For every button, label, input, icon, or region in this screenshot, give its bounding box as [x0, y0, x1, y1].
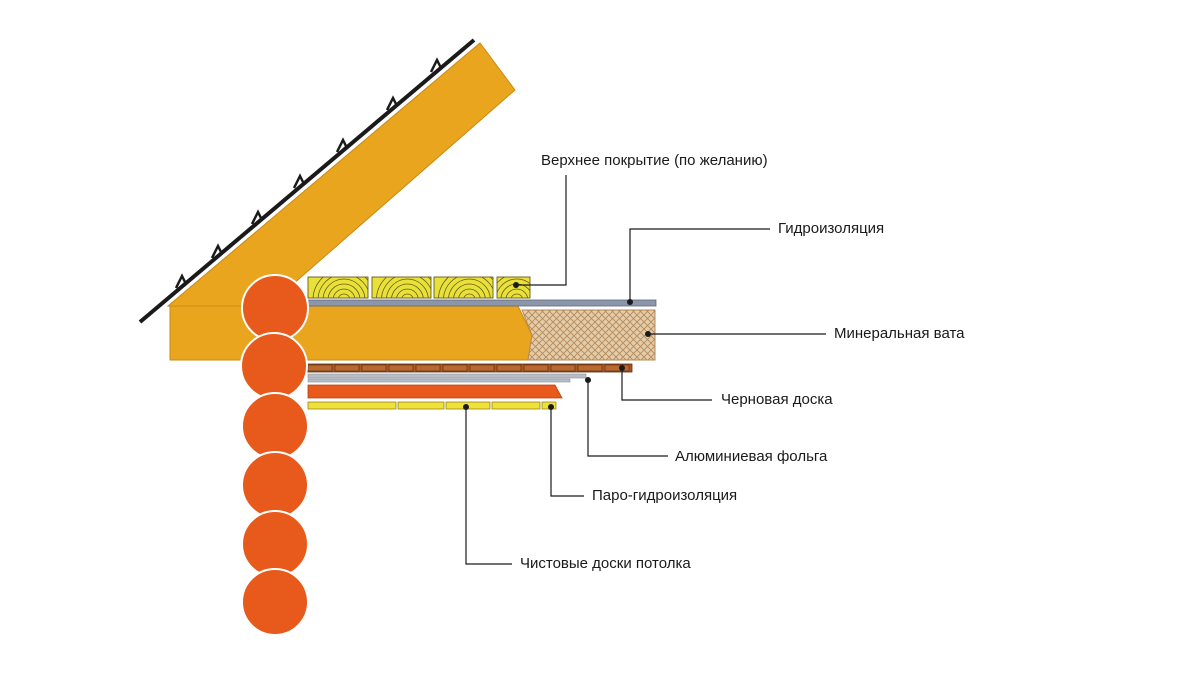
ceiling-beam [169, 305, 533, 361]
roof-covering [138, 38, 476, 324]
rough-board-piece [577, 364, 603, 372]
leader-aluminum-foil [587, 380, 668, 457]
fastener-mark [250, 209, 264, 225]
log [241, 451, 309, 519]
label-mineral-wool: Минеральная вата [834, 325, 965, 342]
rough-board-layer [305, 363, 633, 373]
top-board [371, 276, 432, 299]
rough-board-piece [415, 364, 441, 372]
leader-lines [465, 175, 826, 565]
leader-rough-board [621, 368, 712, 401]
leader-waterproofing [629, 228, 770, 302]
fastener-mark [174, 273, 188, 289]
label-top-covering: Верхнее покрытие (по желанию) [541, 152, 768, 169]
rough-board-piece [523, 364, 549, 372]
leader-dots [463, 282, 651, 410]
log [241, 392, 309, 460]
log [241, 568, 309, 636]
label-waterproofing: Гидроизоляция [778, 220, 885, 237]
fastener-mark [385, 95, 399, 111]
top-board [307, 276, 369, 299]
ceiling-board-layer [307, 401, 557, 410]
rough-board-piece [496, 364, 522, 372]
aluminum-foil-strip [307, 373, 587, 379]
mineral-wool-layer [521, 309, 656, 361]
fastener-mark [429, 57, 443, 73]
rough-board-piece [307, 364, 333, 372]
rough-board-piece [442, 364, 468, 372]
leader-top-covering [516, 175, 567, 286]
rough-board-piece [550, 364, 576, 372]
label-rough-board: Черновая доска [721, 391, 833, 408]
fastener-mark [210, 243, 224, 259]
rough-board-piece [361, 364, 387, 372]
top-board [433, 276, 494, 299]
fastener-mark [292, 173, 306, 189]
log-wall [240, 274, 309, 636]
label-vapor-barrier: Паро-гидроизоляция [592, 487, 738, 504]
waterproofing-strip [305, 299, 657, 307]
ceiling-board [491, 401, 541, 410]
rough-board-piece [388, 364, 414, 372]
vapor-barrier-strip [307, 384, 563, 399]
roof-fasteners [174, 57, 443, 289]
leader-vapor-barrier [550, 407, 584, 497]
rough-board-piece [469, 364, 495, 372]
top-covering-boards [307, 276, 531, 299]
rough-board-piece [604, 364, 630, 372]
fastener-mark [335, 137, 349, 153]
label-aluminum-foil: Алюминиевая фольга [675, 448, 828, 465]
ceiling-board [397, 401, 445, 410]
rough-board-piece [334, 364, 360, 372]
top-board [496, 276, 531, 299]
log [240, 332, 308, 400]
rafter [166, 42, 516, 307]
ceiling-board [307, 401, 397, 410]
foil-strip-secondary [307, 378, 571, 383]
log [241, 510, 309, 578]
leader-ceiling-boards [465, 407, 512, 565]
label-ceiling-boards: Чистовые доски потолка [520, 555, 691, 572]
log [241, 274, 309, 342]
